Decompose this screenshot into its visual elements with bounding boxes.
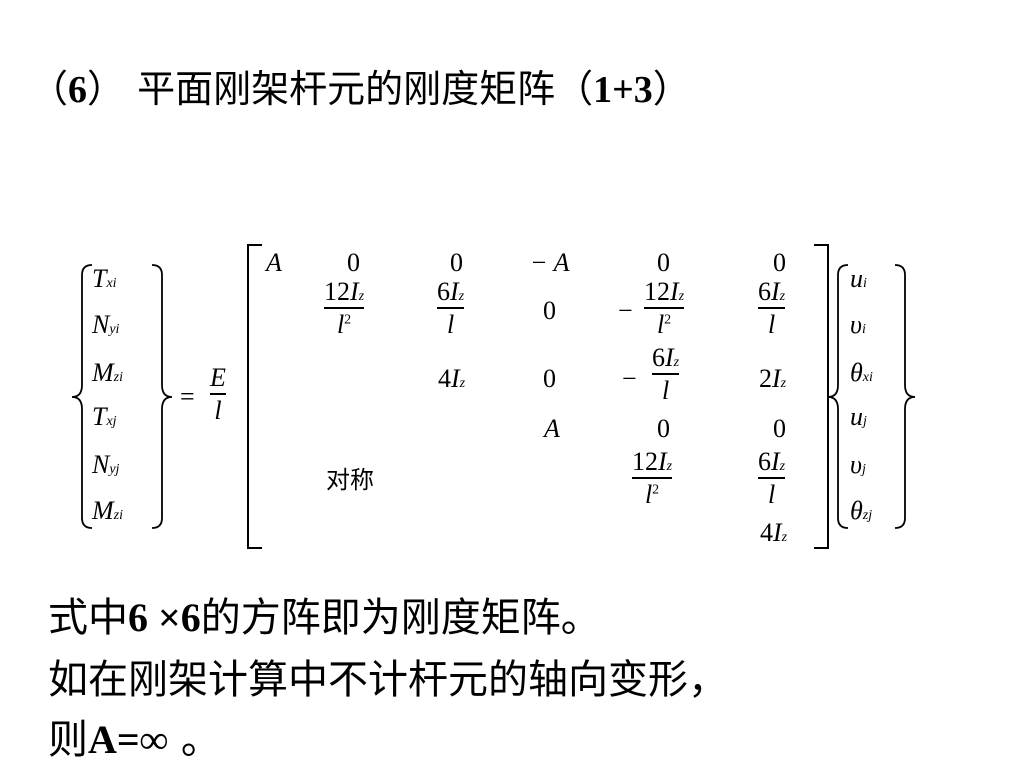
- title-suffix-number: 1+3: [593, 69, 653, 111]
- matrix-cell: 0: [450, 248, 463, 277]
- rhs-entry: θzj: [850, 496, 873, 525]
- body-bold-text: A=∞: [88, 717, 169, 762]
- lhs-left-brace: [71, 264, 93, 529]
- matrix-cell: − A: [530, 248, 570, 277]
- rhs-entry: υi: [850, 310, 866, 339]
- matrix-left-bracket: [247, 244, 262, 549]
- minus-sign: −: [622, 364, 637, 393]
- lhs-entry: Mzi: [92, 496, 124, 525]
- title-open-paren: （: [30, 67, 69, 111]
- body-text: 则: [48, 717, 88, 763]
- lhs-right-brace: [151, 264, 173, 529]
- body-text: 式中: [48, 595, 128, 641]
- rhs-left-brace: [827, 264, 849, 529]
- matrix-cell: 0: [657, 414, 670, 443]
- title-number: 6: [68, 69, 88, 111]
- lhs-entry: Nyi: [92, 310, 120, 339]
- matrix-cell: 0: [773, 414, 786, 443]
- matrix-cell: 2Iz: [759, 364, 787, 393]
- rhs-entry: uj: [850, 402, 867, 431]
- matrix-cell: A: [544, 414, 560, 443]
- matrix-cell: 4Iz: [760, 518, 788, 547]
- body-bold-text: 6 ×6: [128, 595, 201, 640]
- coefficient-fraction: E l: [210, 363, 226, 425]
- equals-sign: =: [180, 382, 195, 411]
- rhs-entry: υj: [850, 450, 866, 479]
- minus-sign: −: [618, 296, 633, 325]
- matrix-cell: 0: [657, 248, 670, 277]
- page-title: （6） 平面刚架杆元的刚度矩阵（1+3）: [30, 70, 691, 109]
- rhs-entry: θxi: [850, 358, 873, 387]
- symmetric-label: 对称: [326, 466, 374, 494]
- rhs-entry: ui: [850, 264, 867, 293]
- body-line-2: 如在刚架计算中不计杆元的轴向变形，: [48, 657, 728, 703]
- matrix-cell: A: [266, 248, 282, 277]
- body-line-1: 式中6 ×6的方阵即为刚度矩阵。: [48, 595, 601, 641]
- matrix-cell: 0: [543, 296, 556, 325]
- lhs-entry: Nyj: [92, 450, 120, 479]
- body-text: 的方阵即为刚度矩阵。: [200, 595, 601, 641]
- matrix-cell: 0: [347, 248, 360, 277]
- lhs-entry: Mzi: [92, 358, 124, 387]
- matrix-cell: 0: [773, 248, 786, 277]
- body-line-3: 则A=∞ 。: [48, 717, 221, 763]
- title-close-paren: ）: [652, 67, 691, 111]
- body-text: 。: [168, 717, 221, 763]
- matrix-right-bracket: [814, 244, 829, 549]
- lhs-entry: Txj: [92, 402, 117, 431]
- matrix-cell: 0: [543, 364, 556, 393]
- matrix-cell: 4Iz: [438, 364, 466, 393]
- rhs-right-brace: [894, 264, 916, 529]
- title-text: ） 平面刚架杆元的刚度矩阵（: [87, 67, 594, 111]
- lhs-entry: Txi: [92, 264, 117, 293]
